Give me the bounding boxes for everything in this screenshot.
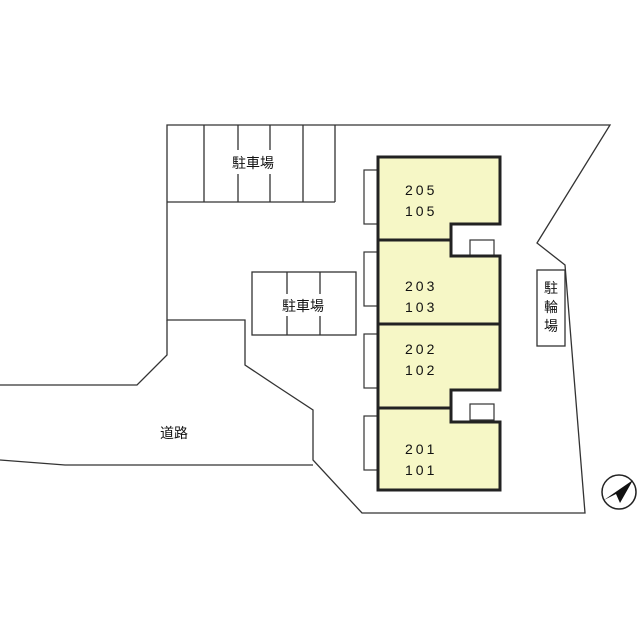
unit-label-105: 105	[405, 203, 437, 219]
unit-label-203: 203	[405, 278, 437, 294]
unit-label-102: 102	[405, 362, 437, 378]
unit-block-201-101	[376, 406, 502, 492]
unit-label-202: 202	[405, 341, 437, 357]
parking-middle-label: 駐車場	[282, 298, 324, 314]
unit-label-103: 103	[405, 299, 437, 315]
unit-block-202-102	[376, 322, 502, 410]
unit-label-205: 205	[405, 182, 437, 198]
apartment-building	[376, 155, 502, 492]
site-boundary	[166, 124, 612, 514]
unit-label-201: 201	[405, 441, 437, 457]
bicycle-parking-label-1: 駐	[544, 280, 558, 296]
north-arrow-icon	[601, 474, 637, 510]
unit-label-101: 101	[405, 462, 437, 478]
bicycle-parking: 駐 輪 場	[536, 269, 566, 347]
road-edge-lower	[0, 459, 313, 466]
parking-top-label: 駐車場	[232, 155, 274, 171]
road-edge-upper	[0, 320, 168, 386]
parking-lot-top: 駐車場	[167, 125, 336, 203]
bicycle-parking-label-3: 場	[544, 318, 558, 334]
parking-lot-middle: 駐車場	[251, 271, 357, 336]
road-label: 道路	[160, 425, 188, 441]
unit-block-205-105	[376, 155, 502, 242]
bicycle-parking-label-2: 輪	[544, 299, 558, 315]
